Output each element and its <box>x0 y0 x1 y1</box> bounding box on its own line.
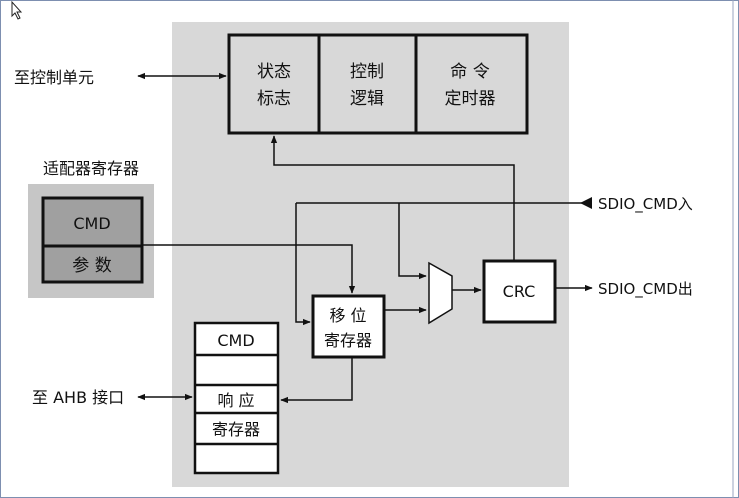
shift-reg-label-1: 移 位 <box>329 306 366 325</box>
adapter-registers-label: 适配器寄存器 <box>43 159 139 178</box>
crc-label: CRC <box>503 282 536 301</box>
adapter-args-label: 参 数 <box>72 256 111 276</box>
resp-label-1: 响 应 <box>217 391 254 410</box>
adapter-register-block <box>41 196 144 284</box>
control-logic-label-1: 控制 <box>350 62 384 82</box>
adapter-cmd-label: CMD <box>73 214 110 233</box>
sdio-cmd-out-label: SDIO_CMD出 <box>598 280 693 299</box>
control-unit-box <box>227 33 529 135</box>
crc-to-status-line <box>270 135 515 261</box>
cmd-timer-label-2: 定时器 <box>445 89 496 109</box>
sdio-in-to-mux-line <box>398 203 427 280</box>
to-ahb-label: 至 AHB 接口 <box>32 388 124 407</box>
response-register-stack <box>193 321 280 475</box>
to-control-unit-label: 至控制单元 <box>14 68 94 87</box>
mouse-cursor-icon <box>11 0 23 20</box>
mux-shape <box>428 261 453 325</box>
control-logic-label-2: 逻辑 <box>350 89 384 109</box>
sdio-in-arrowhead <box>580 197 592 209</box>
cmd-timer-label-1: 命 令 <box>450 62 489 82</box>
crc-box <box>482 259 557 324</box>
status-flag-label-1: 状态 <box>257 62 291 82</box>
sdio-in-to-shift-line <box>295 203 311 326</box>
status-flag-label-2: 标志 <box>257 89 291 109</box>
resp-label-2: 寄存器 <box>212 420 260 439</box>
shift-reg-label-2: 寄存器 <box>324 331 372 350</box>
resp-cmd-label: CMD <box>217 331 254 350</box>
shift-to-response-line <box>280 357 353 404</box>
sdio-cmd-in-label: SDIO_CMD入 <box>598 195 693 214</box>
args-to-shift-line <box>142 244 356 294</box>
shift-register-box <box>311 294 386 359</box>
